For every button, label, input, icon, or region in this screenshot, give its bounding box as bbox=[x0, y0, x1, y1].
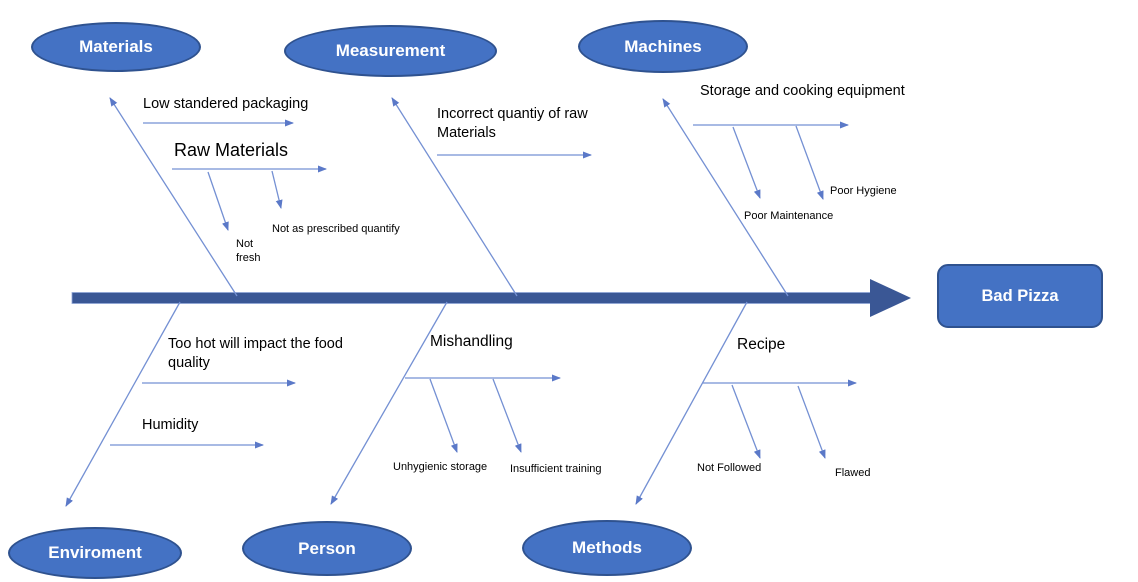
twig-poor-hygiene bbox=[795, 125, 824, 200]
cause-label-not-fresh: Not fresh bbox=[236, 238, 261, 265]
twig-insufficient-training bbox=[492, 378, 522, 453]
bone-enviroment bbox=[65, 301, 181, 507]
twig-not-followed bbox=[731, 384, 761, 459]
category-label-person: Person bbox=[298, 538, 356, 558]
category-label-measurement: Measurement bbox=[335, 41, 446, 60]
cause-label-not-prescribed: Not as prescribed quantify bbox=[272, 223, 400, 235]
bone-measurement bbox=[391, 97, 518, 297]
category-node-enviroment: Enviroment bbox=[8, 527, 182, 579]
twig-not-fresh bbox=[207, 171, 229, 231]
spine-arrowhead bbox=[870, 279, 911, 317]
effect-node-bad-pizza: Bad Pizza bbox=[937, 264, 1103, 328]
cause-label-mishandling: Mishandling bbox=[430, 333, 513, 350]
cause-label-insufficient-training: Insufficient training bbox=[510, 463, 602, 475]
category-node-materials: Materials bbox=[31, 22, 201, 72]
cause-label-too-hot: Too hot will impact the food quality bbox=[168, 336, 343, 371]
cause-label-unhygienic-storage: Unhygienic storage bbox=[393, 461, 488, 473]
cause-label-poor-maintenance: Poor Maintenance bbox=[744, 210, 834, 222]
spine-arrow bbox=[71, 292, 873, 304]
category-node-measurement: Measurement bbox=[284, 25, 497, 77]
bone-methods bbox=[635, 301, 748, 505]
cause-label-poor-hygiene: Poor Hygiene bbox=[830, 185, 897, 197]
category-label-materials: Materials bbox=[79, 37, 153, 56]
bone-machines bbox=[662, 98, 789, 297]
cause-label-recipe: Recipe bbox=[737, 336, 786, 353]
category-label-enviroment: Enviroment bbox=[48, 543, 142, 562]
category-node-machines: Machines bbox=[578, 20, 748, 73]
twig-unhygienic-storage bbox=[429, 378, 458, 453]
cause-label-not-followed: Not Followed bbox=[697, 462, 762, 474]
twig-not-prescribed bbox=[271, 170, 283, 209]
category-node-person: Person bbox=[242, 521, 412, 576]
twig-poor-maintenance bbox=[732, 126, 761, 199]
cause-label-storage-cooking: Storage and cooking equipment bbox=[700, 83, 905, 99]
cause-label-raw-materials: Raw Materials bbox=[174, 140, 289, 160]
cause-label-incorrect-quantity: Incorrect quantiy of raw Materials bbox=[437, 106, 588, 141]
effect-label: Bad Pizza bbox=[981, 286, 1059, 305]
bone-person bbox=[330, 301, 448, 505]
cause-label-flawed: Flawed bbox=[835, 467, 871, 479]
cause-label-humidity: Humidity bbox=[142, 417, 199, 433]
category-node-methods: Methods bbox=[522, 520, 692, 576]
category-label-machines: Machines bbox=[624, 36, 702, 56]
category-label-methods: Methods bbox=[572, 538, 642, 557]
twig-flawed bbox=[797, 385, 826, 459]
bone-materials bbox=[109, 97, 238, 297]
cause-label-low-packaging: Low standered packaging bbox=[143, 96, 309, 112]
